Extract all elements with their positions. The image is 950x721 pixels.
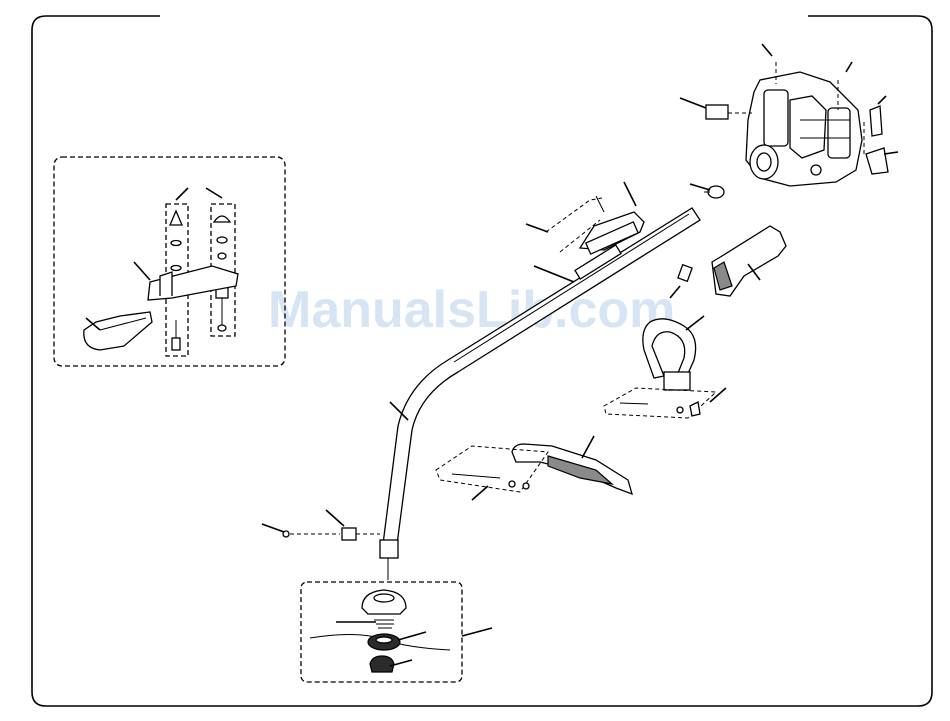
drive-shaft-housing: [382, 208, 700, 552]
engine-clip: [870, 106, 882, 136]
shaft-cap: [708, 186, 724, 198]
engine-label-part: [706, 105, 728, 119]
assist-handle: [604, 319, 716, 418]
engine: [746, 72, 862, 186]
clip-assembly: [84, 204, 238, 356]
guard: [436, 444, 632, 494]
line-head: [310, 590, 450, 672]
throttle-bracket: [546, 196, 644, 254]
spark-plug-boot: [866, 148, 888, 174]
shaft-clamp: [283, 528, 380, 540]
